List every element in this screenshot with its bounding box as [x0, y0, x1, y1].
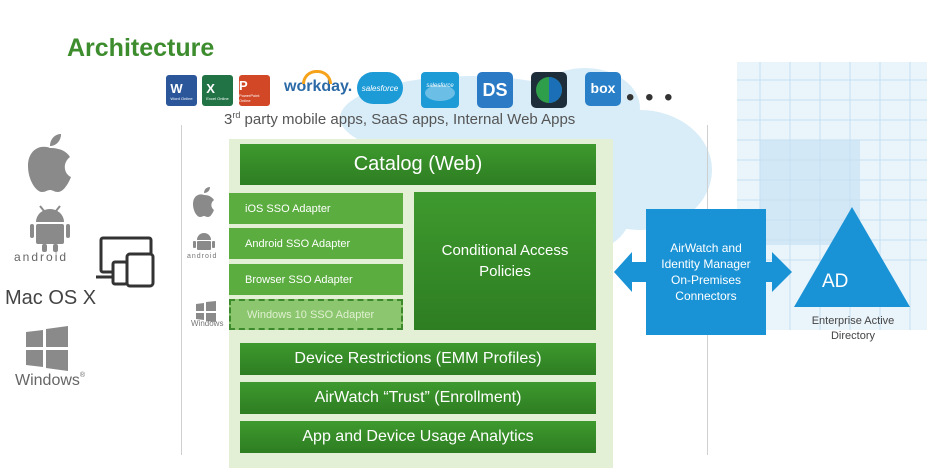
- ad-triangle: [794, 207, 910, 307]
- globe-app-icon: [531, 72, 567, 108]
- macosx-label: Mac OS X: [5, 287, 97, 309]
- ds-label: DS: [482, 80, 508, 100]
- double-arrow-icon: [614, 252, 792, 292]
- connectors-box: AirWatch and Identity Manager On-Premise…: [646, 209, 766, 335]
- left-divider: [181, 125, 182, 455]
- android-small-icon: [193, 233, 215, 250]
- usage-analytics-bar: App and Device Usage Analytics: [240, 421, 596, 453]
- salesforce1-icon: [421, 72, 459, 108]
- devices-icon: [96, 236, 155, 288]
- android-icon: [30, 205, 70, 252]
- apple-icon: [28, 134, 71, 192]
- ad-caption: Enterprise Active Directory: [811, 315, 895, 342]
- apple-small-icon: [193, 187, 214, 217]
- apps-caption: 3rd party mobile apps, SaaS apps, Intern…: [224, 110, 576, 128]
- windows-wordmark: Windows®: [15, 372, 86, 389]
- windows-icon: [26, 326, 68, 371]
- ios-sso-adapter: iOS SSO Adapter: [229, 193, 403, 224]
- android-wordmark: android: [14, 250, 69, 264]
- windows-small-icon: [196, 301, 216, 322]
- windows10-sso-adapter: Windows 10 SSO Adapter: [229, 299, 403, 330]
- box-app-icon: [585, 72, 621, 106]
- ad-label: AD: [822, 271, 849, 292]
- browser-sso-adapter: Browser SSO Adapter: [229, 264, 403, 295]
- box-label: box: [590, 80, 616, 96]
- android-sso-adapter: Android SSO Adapter: [229, 228, 403, 259]
- airwatch-trust-bar: AirWatch “Trust” (Enrollment): [240, 382, 596, 414]
- windows-small-wordmark: Windows: [191, 319, 224, 328]
- android-small-wordmark: android: [187, 253, 218, 260]
- device-restrictions-bar: Device Restrictions (EMM Profiles): [240, 343, 596, 375]
- workday-logo: workday.: [284, 70, 352, 96]
- catalog-bar: Catalog (Web): [240, 144, 596, 185]
- salesforce1-label: salesforce: [426, 83, 454, 89]
- salesforce-logo: salesforce: [357, 72, 403, 104]
- ds-icon: [477, 72, 513, 108]
- page-title: Architecture: [67, 34, 215, 62]
- more-apps-indicator: • • •: [626, 84, 675, 111]
